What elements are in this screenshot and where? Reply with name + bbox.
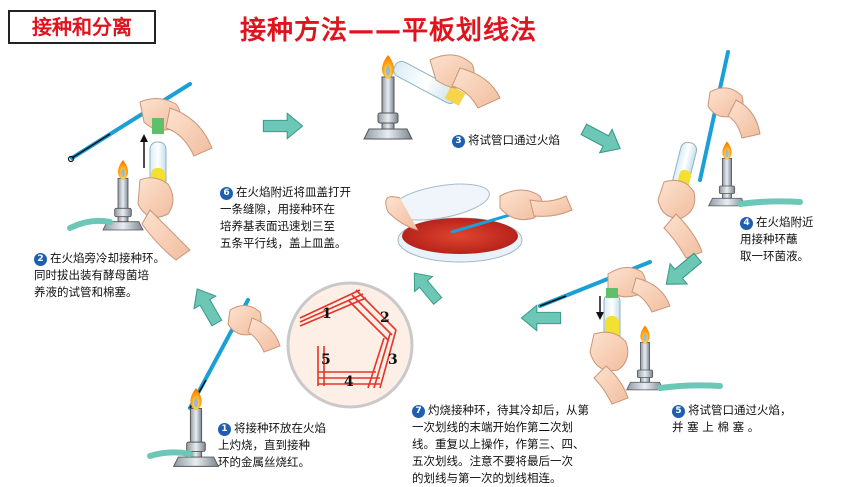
flow-arrow-3-to-4 bbox=[577, 117, 627, 161]
step-4-number: 4 bbox=[740, 217, 753, 230]
step5-illustration bbox=[538, 260, 723, 405]
region-label-3: 3 bbox=[388, 352, 398, 368]
step-7-number: 7 bbox=[412, 405, 425, 418]
step1-illustration bbox=[147, 298, 281, 467]
petri-dish bbox=[385, 183, 573, 263]
region-label-2: 2 bbox=[380, 310, 390, 326]
region-label-5: 5 bbox=[321, 352, 331, 368]
step-6-number: 6 bbox=[220, 187, 233, 200]
flow-arrow-6-to-plate bbox=[404, 265, 448, 309]
section-label: 接种和分离 bbox=[8, 10, 156, 44]
step-3-number: 3 bbox=[452, 135, 465, 148]
step3-illustration bbox=[363, 54, 501, 140]
slide-title: 接种方法——平板划线法 bbox=[240, 16, 538, 46]
step-5-number: 5 bbox=[672, 405, 685, 418]
step4-illustration bbox=[657, 50, 803, 259]
region-label-4: 4 bbox=[344, 374, 354, 390]
flow-arrow-5-to-7 bbox=[520, 304, 562, 332]
streak-plate: 1 2 3 4 5 bbox=[286, 281, 414, 409]
step-2-number: 2 bbox=[34, 253, 47, 266]
flow-arrow-2-to-3 bbox=[262, 112, 304, 140]
step-1-number: 1 bbox=[218, 423, 231, 436]
flow-arrow-4-to-5 bbox=[657, 247, 707, 295]
step2-illustration bbox=[67, 82, 213, 261]
region-label-1: 1 bbox=[322, 306, 332, 322]
